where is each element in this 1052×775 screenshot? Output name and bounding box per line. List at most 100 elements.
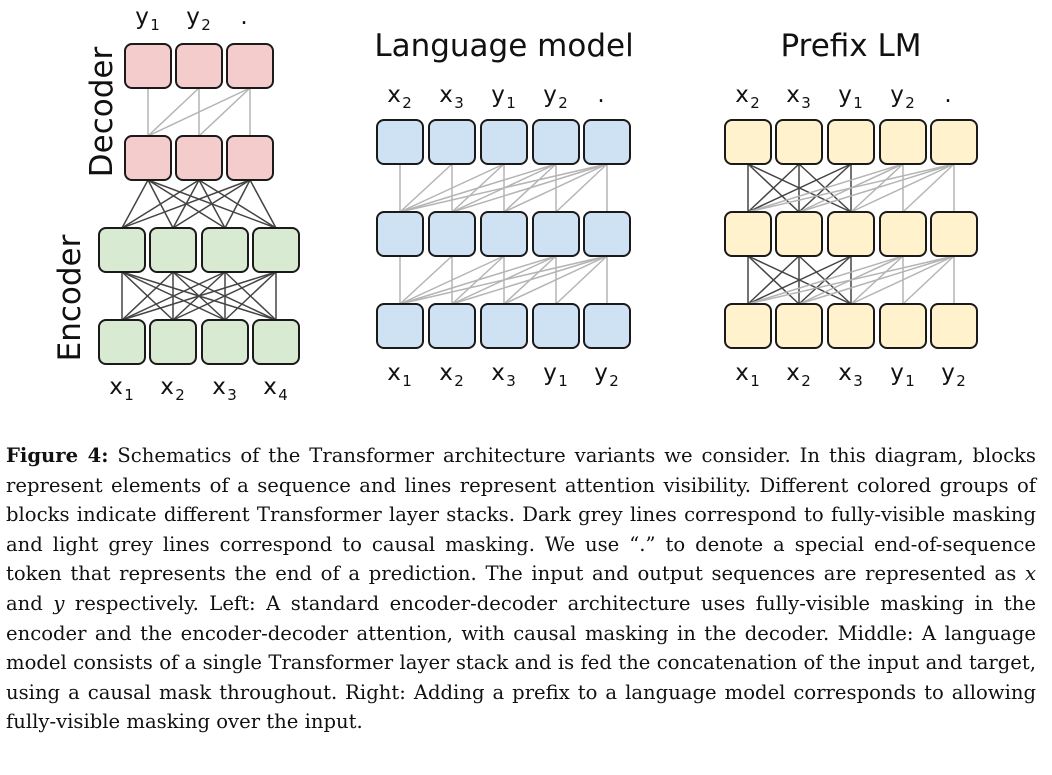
lm-input-token-sub: 2: [454, 372, 464, 390]
lm-output-token-sub: 2: [402, 94, 412, 112]
caption-var-x: x: [1024, 562, 1036, 586]
decoder-block: [124, 43, 172, 89]
encoder-label: Encoder: [52, 234, 88, 361]
lm-block: [376, 303, 424, 349]
encoder-input-token: x: [109, 374, 123, 400]
decoder-causal-line: [147, 87, 251, 137]
lm-causal-line: [399, 163, 608, 213]
prefix-causal-line: [850, 255, 955, 305]
lm-output-token: y: [491, 82, 505, 108]
lm-block: [532, 119, 580, 165]
prefix-visible-line: [747, 255, 852, 305]
encoder-block: [252, 227, 300, 273]
decoder-block: [175, 135, 223, 181]
prefix-lm-title: Prefix LM: [780, 28, 921, 64]
prefix-block: [879, 303, 927, 349]
caption-text-1: Schematics of the Transformer architectu…: [6, 444, 1036, 586]
encoder-input-token-sub: 4: [278, 386, 288, 404]
encoder-attention-line: [224, 271, 277, 321]
encoder-attention-line: [121, 271, 174, 321]
lm-causal-line: [399, 255, 557, 305]
lm-output-token-sub: 3: [454, 94, 464, 112]
lm-block: [583, 303, 631, 349]
lm-block: [583, 211, 631, 257]
lm-block: [428, 303, 476, 349]
prefix-causal-line: [798, 163, 955, 213]
prefix-input-token-sub: 2: [801, 372, 811, 390]
encoder-input-token: x: [212, 374, 226, 400]
prefix-output-token-sub: 2: [905, 94, 915, 112]
lm-block: [428, 211, 476, 257]
prefix-causal-line: [747, 255, 904, 305]
prefix-visible-line: [747, 163, 852, 213]
decoder-label: Decoder: [84, 47, 120, 178]
encdec-attention-line: [121, 179, 149, 229]
prefix-output-token: x: [735, 82, 749, 108]
prefix-causal-line: [747, 163, 955, 213]
lm-input-token: x: [387, 360, 401, 386]
lm-block: [376, 119, 424, 165]
prefix-block: [930, 211, 978, 257]
prefix-output-token: y: [838, 82, 852, 108]
prefix-causal-line: [850, 163, 955, 213]
lm-output-token: x: [439, 82, 453, 108]
encoder-block: [201, 319, 249, 365]
encoder-input-token-sub: 3: [227, 386, 237, 404]
lm-input-token: x: [491, 360, 505, 386]
lm-block: [480, 211, 528, 257]
decoder-output-token-sub: 1: [150, 16, 160, 34]
sequence-blocks: [98, 43, 978, 365]
lm-causal-line: [503, 255, 608, 305]
decoder-output-token: y: [186, 4, 200, 30]
prefix-input-token-sub: 1: [905, 372, 915, 390]
encdec-attention-line: [224, 179, 251, 229]
lm-causal-line: [503, 163, 608, 213]
encdec-attention-line: [172, 179, 251, 229]
encoder-attention-line: [121, 271, 226, 321]
prefix-block: [775, 211, 823, 257]
prefix-output-token-sub: 3: [801, 94, 811, 112]
figure-caption: Figure 4: Schematics of the Transformer …: [6, 441, 1036, 737]
lm-block: [376, 211, 424, 257]
lm-input-token-sub: 1: [558, 372, 568, 390]
decoder-output-token-sub: 2: [201, 16, 211, 34]
lm-block: [583, 119, 631, 165]
attention-lines: [121, 87, 955, 321]
prefix-visible-line: [747, 255, 800, 305]
lm-causal-line: [399, 255, 505, 305]
encdec-attention-line: [249, 179, 277, 229]
lm-title: Language model: [374, 28, 633, 64]
encoder-input-token-sub: 2: [175, 386, 185, 404]
prefix-visible-line: [747, 163, 800, 213]
encoder-attention-line: [121, 271, 277, 321]
prefix-block: [879, 119, 927, 165]
prefix-input-token-sub: 2: [956, 372, 966, 390]
prefix-causal-line: [902, 163, 955, 213]
prefix-block: [930, 119, 978, 165]
lm-output-token: .: [597, 82, 604, 108]
decoder-block: [124, 135, 172, 181]
lm-block: [532, 303, 580, 349]
encoder-block: [149, 319, 197, 365]
encoder-input-token-sub: 1: [124, 386, 134, 404]
prefix-output-token: y: [890, 82, 904, 108]
prefix-block: [724, 303, 772, 349]
prefix-block: [930, 303, 978, 349]
lm-causal-line: [555, 255, 608, 305]
encoder-block: [98, 319, 146, 365]
lm-input-token-sub: 1: [402, 372, 412, 390]
prefix-block: [827, 303, 875, 349]
lm-causal-line: [451, 255, 608, 305]
lm-output-token-sub: 2: [558, 94, 568, 112]
prefix-input-token: x: [838, 360, 852, 386]
lm-input-token: x: [439, 360, 453, 386]
prefix-block: [775, 303, 823, 349]
prefix-input-token-sub: 1: [750, 372, 760, 390]
encoder-block: [98, 227, 146, 273]
lm-input-token: y: [594, 360, 608, 386]
lm-causal-line: [555, 163, 608, 213]
prefix-causal-line: [902, 255, 955, 305]
lm-causal-line: [451, 163, 608, 213]
